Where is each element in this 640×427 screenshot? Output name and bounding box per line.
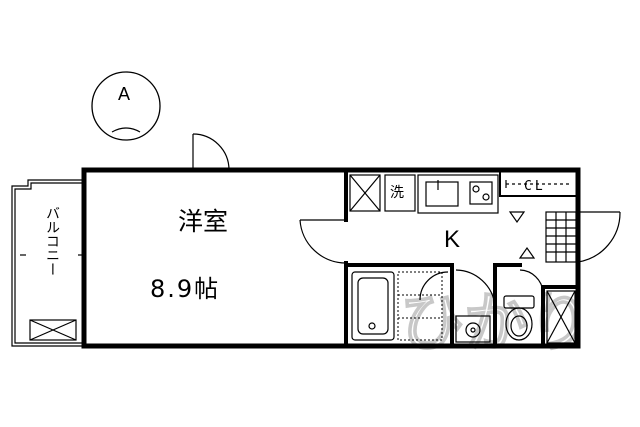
pipe-shaft [546, 290, 576, 344]
western-room-area: 8.9帖 [150, 275, 220, 303]
closet-label: CL [524, 179, 546, 194]
balcony-label: バルコニー [44, 206, 60, 276]
kitchen-door [299, 219, 347, 264]
compass-north-icon: A [91, 71, 161, 141]
entrance-shoe-box [508, 211, 577, 263]
toilet [503, 269, 544, 341]
kitchen-sink [417, 174, 499, 214]
walls [81, 167, 581, 349]
entrance-door [577, 211, 621, 263]
svg-text:バルコニー: バルコニー [44, 206, 60, 276]
bathtub [351, 271, 395, 341]
closet [505, 180, 572, 188]
wash-basin [455, 315, 491, 343]
western-room-label: 洋室 [178, 207, 228, 236]
western-room-door [192, 133, 230, 171]
washer-space [349, 174, 416, 212]
washroom-door [455, 269, 496, 307]
kitchen-label: K [444, 226, 460, 253]
balcony [11, 179, 84, 347]
compass-label: A [118, 84, 130, 104]
washer-label: 洗 [390, 185, 404, 201]
bath-door [419, 271, 449, 301]
